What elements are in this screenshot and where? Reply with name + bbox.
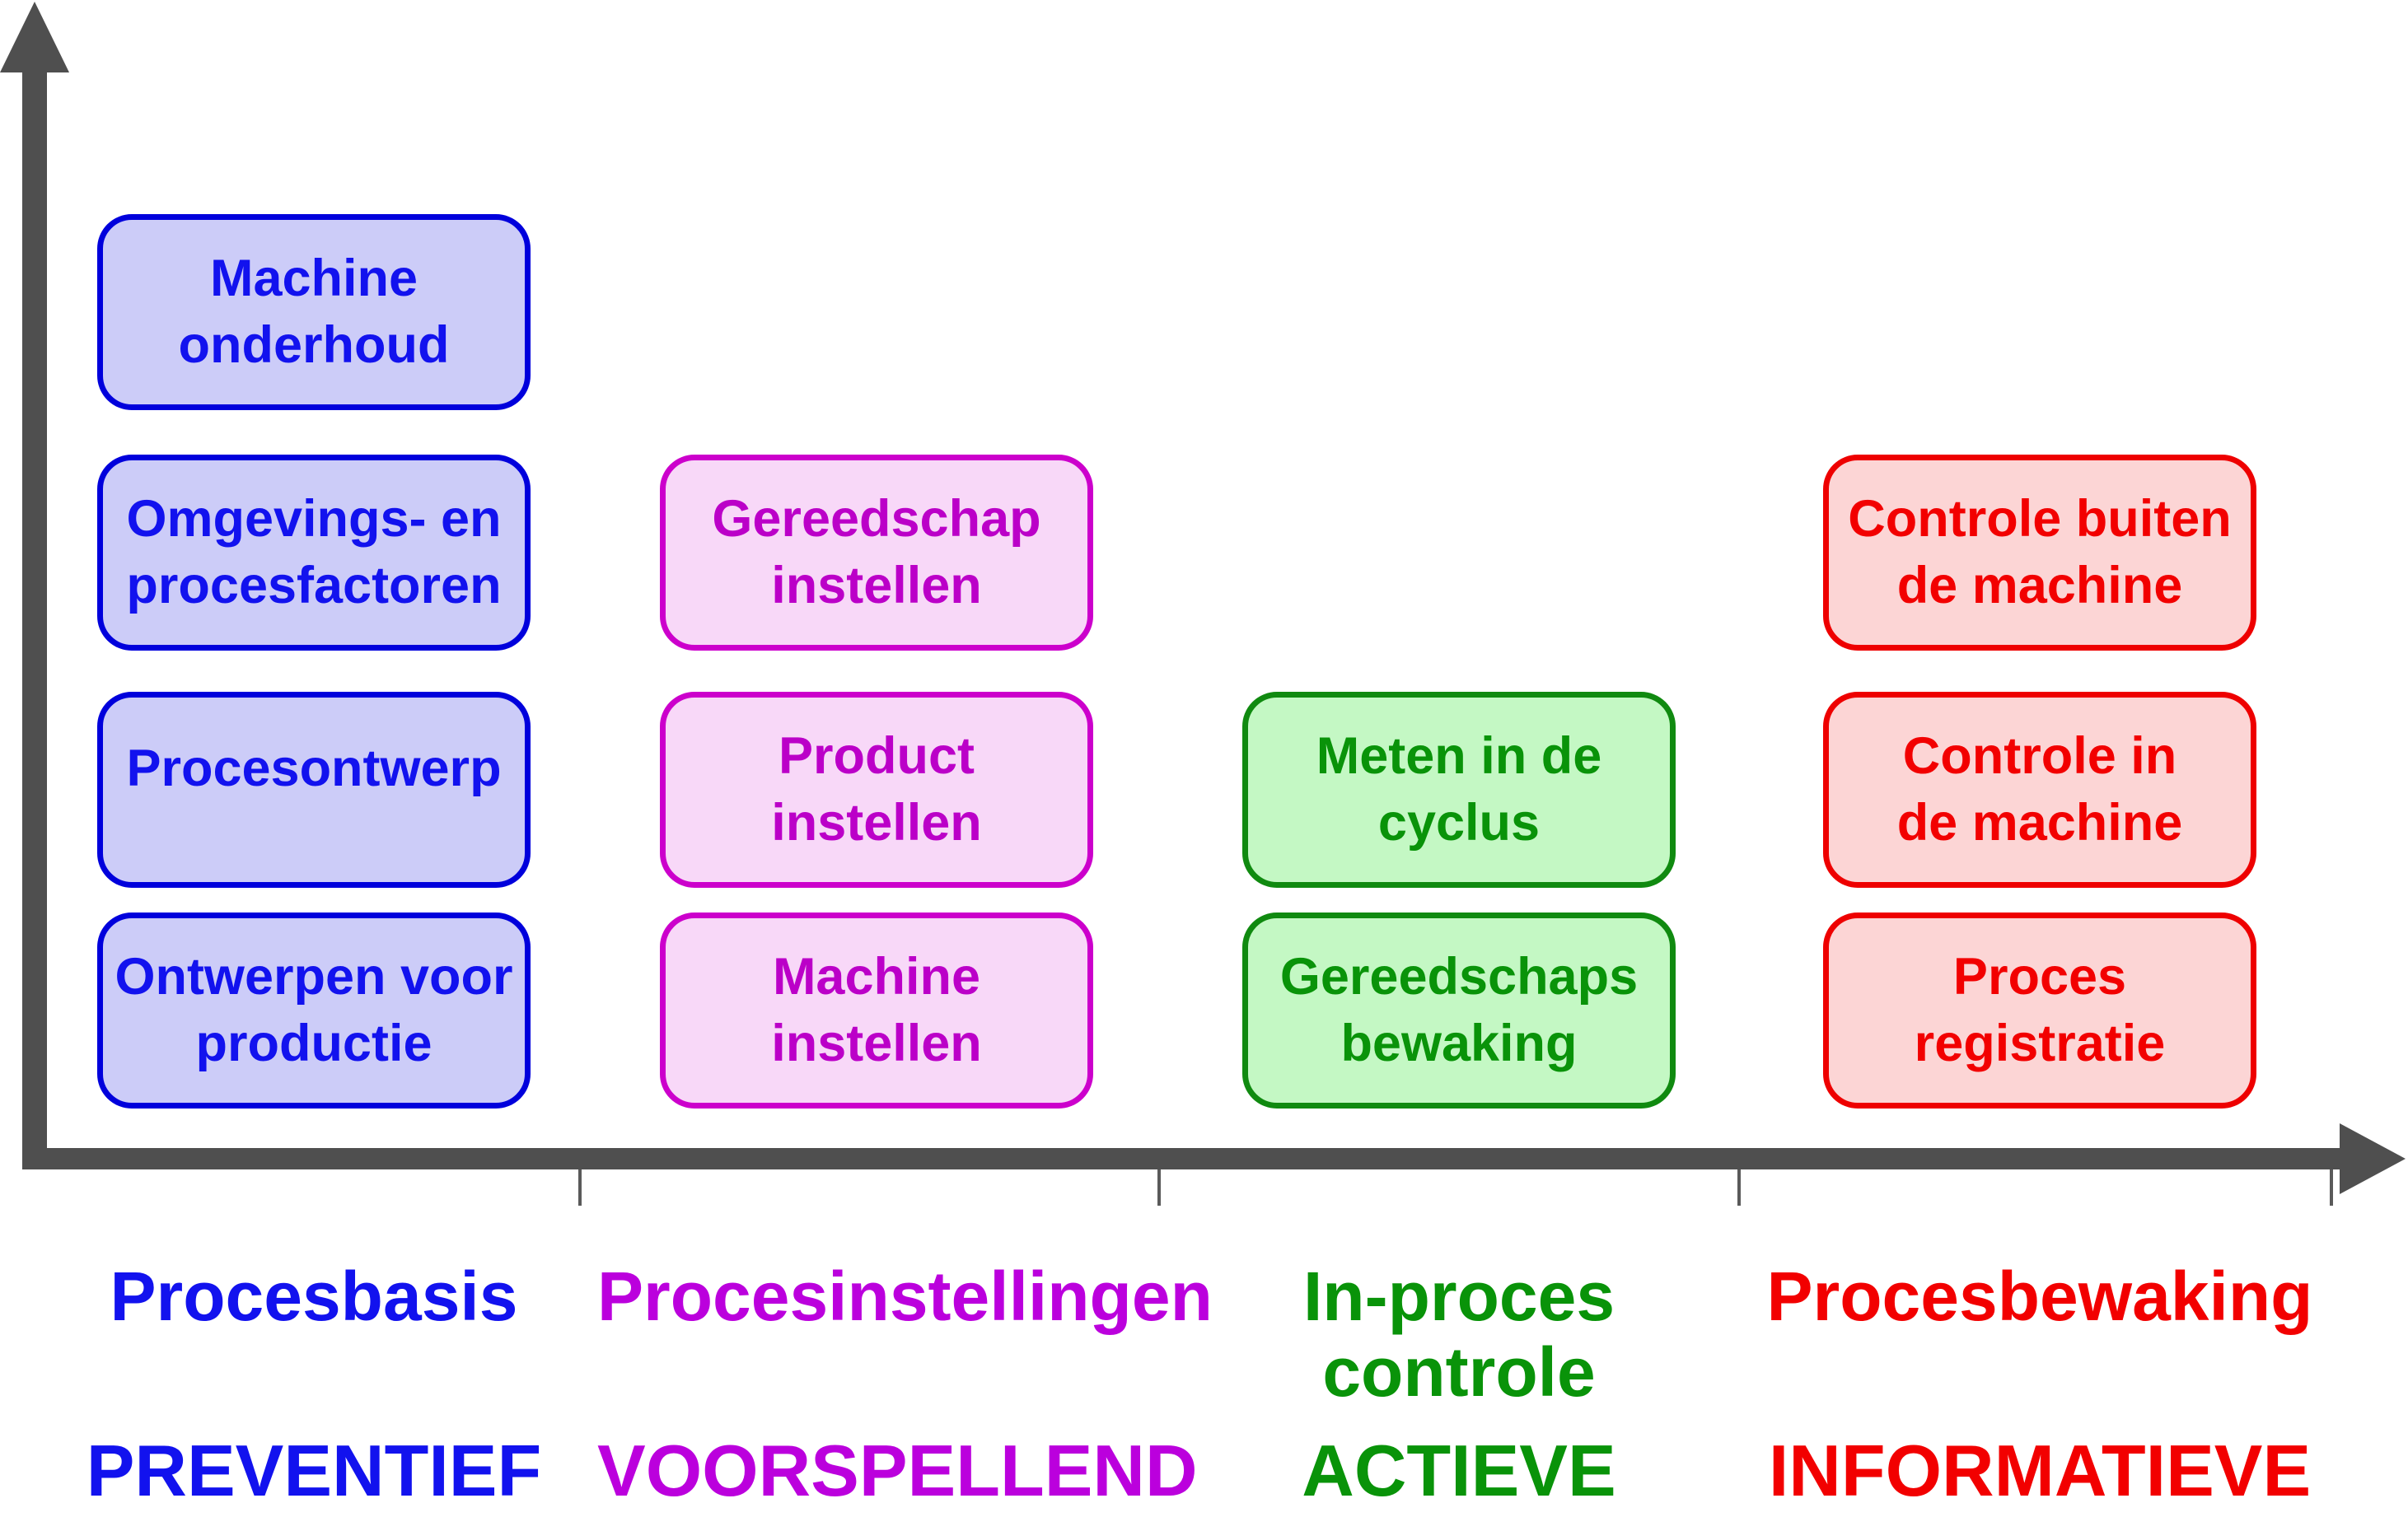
category-label-actieve: ACTIEVE xyxy=(1302,1430,1616,1511)
box-controle-in-de-machine: Controle in de machine xyxy=(1823,692,2256,888)
box-label: Controle in de machine xyxy=(1896,727,2183,852)
category-label-voorspellend: VOORSPELLEND xyxy=(597,1430,1198,1511)
x-axis-tick-2 xyxy=(1157,1169,1161,1206)
box-machine-instellen: Machine instellen xyxy=(660,913,1093,1109)
box-label: Controle buiten de machine xyxy=(1848,490,2232,614)
box-label: Gereedschaps bewaking xyxy=(1279,948,1639,1072)
box-label: Omgevings- en procesfactoren xyxy=(126,490,502,614)
y-axis-arrowhead-icon xyxy=(0,2,69,72)
x-axis-tick-3 xyxy=(1737,1169,1741,1206)
axis-label-in-proces-controle: In-proces controle xyxy=(1302,1258,1615,1411)
box-label: Proces registratie xyxy=(1914,948,2166,1072)
box-product-instellen: Product instellen xyxy=(660,692,1093,888)
x-axis-arrowhead-icon xyxy=(2340,1123,2406,1194)
box-label: Machine onderhoud xyxy=(178,250,450,374)
box-gereedschap-instellen: Gereedschap instellen xyxy=(660,455,1093,651)
box-omgevings-en-procesfactoren: Omgevings- en procesfactoren xyxy=(97,455,531,651)
x-axis-tick-4 xyxy=(2330,1169,2333,1206)
box-label: Ontwerpen voor productie xyxy=(115,948,513,1072)
y-axis-shaft xyxy=(22,59,47,1169)
box-label: Product instellen xyxy=(771,727,982,852)
box-gereedschaps-bewaking: Gereedschaps bewaking xyxy=(1242,913,1676,1109)
box-label: Procesontwerp xyxy=(126,740,502,797)
axis-label-procesinstellingen: Procesinstellingen xyxy=(597,1258,1213,1335)
x-axis-tick-1 xyxy=(578,1169,582,1206)
axis-label-procesbasis: Procesbasis xyxy=(110,1258,518,1335)
box-label: Gereedschap instellen xyxy=(712,490,1041,614)
box-label: Meten in de cyclus xyxy=(1316,727,1602,852)
category-label-preventief: PREVENTIEF xyxy=(86,1430,542,1511)
box-meten-in-de-cyclus: Meten in de cyclus xyxy=(1242,692,1676,888)
box-proces-registratie: Proces registratie xyxy=(1823,913,2256,1109)
box-controle-buiten-de-machine: Controle buiten de machine xyxy=(1823,455,2256,651)
category-label-informatieve: INFORMATIEVE xyxy=(1768,1430,2312,1511)
box-ontwerpen-voor-productie: Ontwerpen voor productie xyxy=(97,913,531,1109)
box-procesontwerp: Procesontwerp xyxy=(97,692,531,888)
x-axis-shaft xyxy=(22,1148,2340,1169)
box-label: Machine instellen xyxy=(771,948,982,1072)
box-machine-onderhoud: Machine onderhoud xyxy=(97,214,531,410)
axis-label-procesbewaking: Procesbewaking xyxy=(1766,1258,2313,1335)
